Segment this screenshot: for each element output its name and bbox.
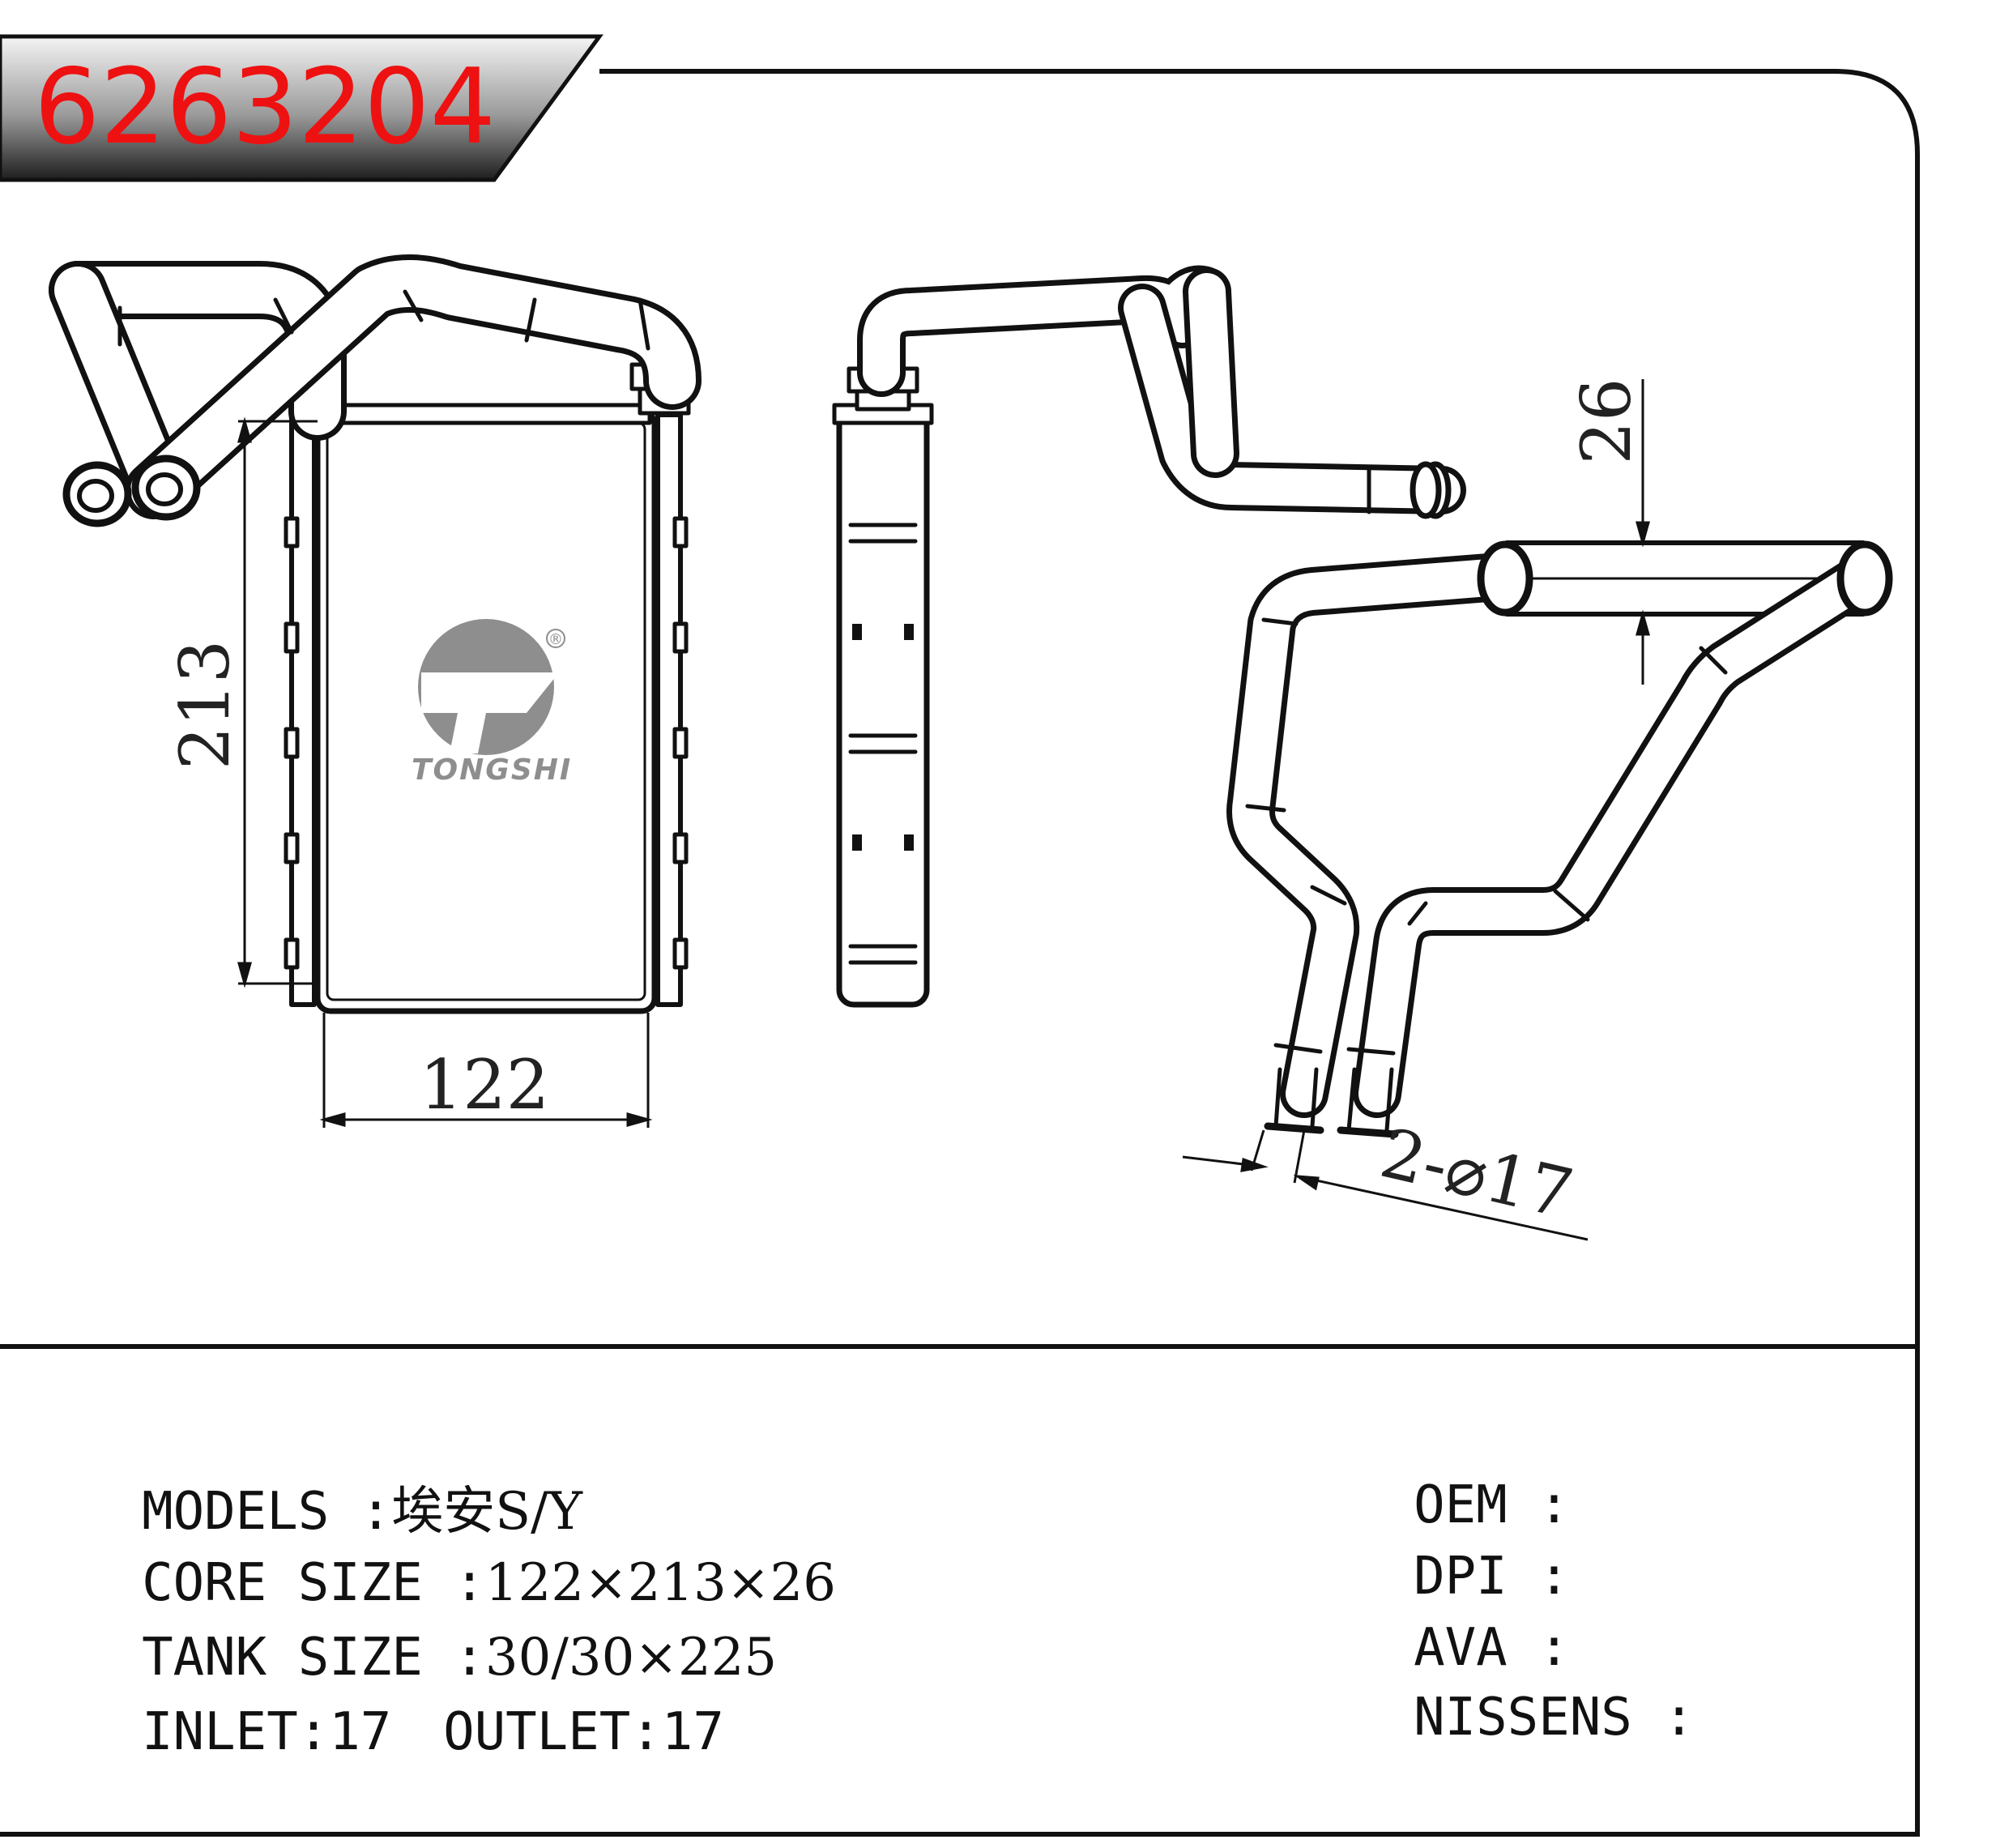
front-view [49, 254, 702, 1014]
tank-size-value: 30/30×225 [484, 1628, 778, 1688]
ref-oem: OEM : [1351, 1428, 1570, 1531]
top-dimensions [1182, 379, 1650, 1241]
oem-label: OEM : [1414, 1475, 1570, 1535]
ref-ava: AVA : [1351, 1570, 1570, 1674]
tank-size-label: TANK SIZE : [142, 1628, 485, 1688]
spec-core-size: CORE SIZE :122×213×26 [79, 1505, 836, 1609]
part-number: 6263204 [34, 47, 496, 168]
spec-outlet: OUTLET:17 [381, 1654, 724, 1758]
spec-inlet: INLET:17 [79, 1654, 391, 1758]
top-view [1226, 540, 1893, 1138]
models-value: 埃安S/Y [391, 1482, 582, 1542]
ref-dpi: DPI : [1351, 1499, 1570, 1603]
registered-mark: ® [548, 631, 563, 648]
core-size-label: CORE SIZE : [142, 1553, 485, 1613]
thickness-dimension: 26 [1567, 378, 1646, 465]
outlet-value: 17 [661, 1702, 724, 1762]
front-dimensions [237, 416, 653, 1128]
inlet-value: 17 [329, 1702, 392, 1762]
height-dimension: 213 [165, 640, 245, 770]
sheet-frame [0, 69, 1920, 1837]
ref-nissens: NISSENS : [1351, 1640, 1695, 1743]
outlet-label: OUTLET: [443, 1702, 662, 1762]
spec-models: MODELS :埃安S/Y [79, 1434, 582, 1538]
core-size-value: 122×213×26 [484, 1553, 836, 1613]
dpi-label: DPI : [1414, 1547, 1570, 1607]
spec-tank-size: TANK SIZE :30/30×225 [79, 1580, 777, 1684]
nissens-label: NISSENS : [1414, 1688, 1695, 1748]
width-dimension: 122 [420, 1045, 549, 1125]
models-label: MODELS : [142, 1482, 392, 1542]
part-number-banner: 6263204 [0, 34, 603, 182]
side-view [832, 265, 1466, 1008]
ava-label: AVA : [1414, 1618, 1570, 1678]
inlet-label: INLET: [142, 1702, 330, 1762]
brand-name: TONGSHI [412, 753, 572, 787]
tongshi-logo: ® TONGSHI [412, 619, 572, 787]
